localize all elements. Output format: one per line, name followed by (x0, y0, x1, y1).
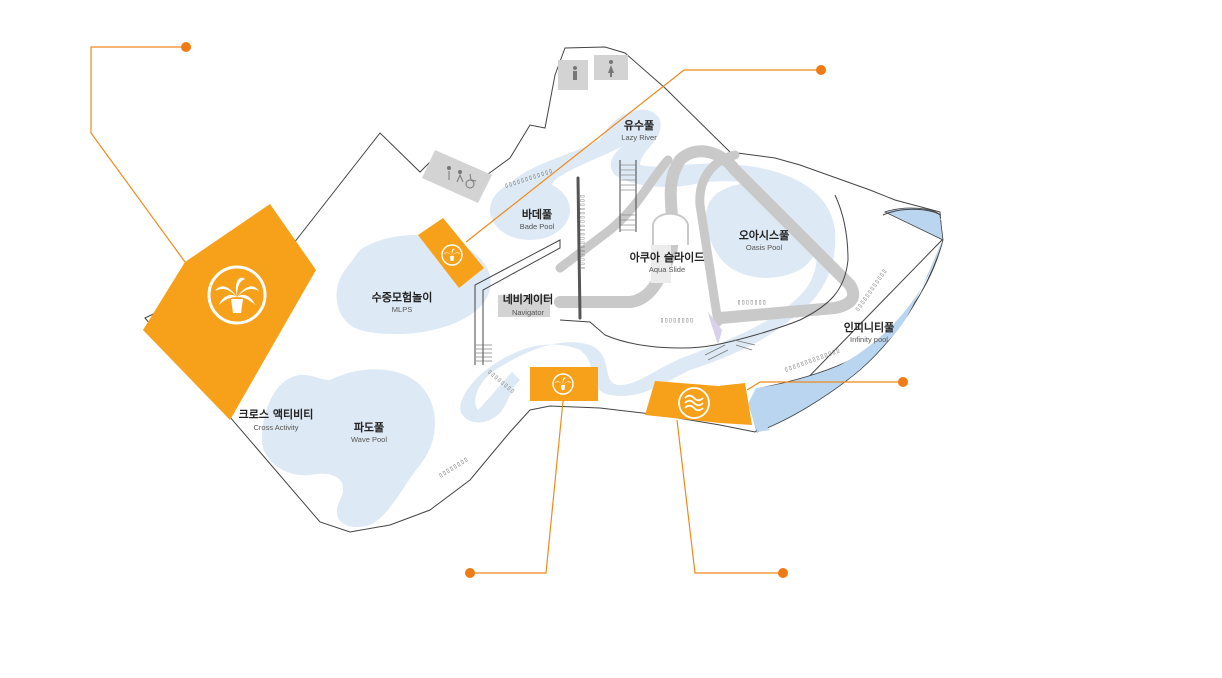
palm-tree-icon (207, 265, 267, 325)
svg-text:파도풀: 파도풀 (354, 420, 384, 434)
leader-line-small-top (465, 69, 821, 243)
label-oasis-pool: 오아시스풀 Oasis Pool (739, 228, 790, 252)
label-mlps: 수중모험놀이 MLPS (372, 290, 433, 314)
svg-text:Cross Activity: Cross Activity (253, 423, 298, 432)
svg-text:Oasis Pool: Oasis Pool (746, 243, 783, 252)
bade-pool-water (490, 180, 570, 240)
label-aqua-slide: 아쿠아 슬라이드 Aqua Slide (630, 250, 705, 274)
svg-text:네비게이터: 네비게이터 (503, 292, 554, 306)
svg-text:인피니티풀: 인피니티풀 (844, 320, 895, 334)
chairs-7: ▯▯▯▯▯▯▯▯ (437, 455, 470, 480)
svg-text:크로스 액티비티: 크로스 액티비티 (239, 407, 314, 421)
male-restroom-icon (573, 66, 577, 80)
leader-line-bottom-center (470, 400, 564, 574)
svg-text:Lazy River: Lazy River (621, 133, 657, 142)
highlight-zone-bottom-right (645, 381, 752, 425)
highlight-zone-large (143, 204, 316, 420)
slide-center-wall (576, 176, 582, 320)
leader-dot-infinity (898, 377, 908, 387)
slide-platform (652, 212, 689, 245)
chairs-3: ▯▯▯▯▯▯▯ (737, 298, 767, 306)
ramp-lilac (708, 312, 722, 345)
restroom-block-3 (422, 150, 492, 203)
label-wave-pool: 파도풀 Wave Pool (351, 420, 387, 444)
label-navigator: 네비게이터 Navigator (503, 292, 554, 317)
svg-text:수중모험놀이: 수중모험놀이 (372, 290, 433, 304)
label-cross-activity: 크로스 액티비티 Cross Activity (239, 407, 314, 432)
leader-dot-bottom-right (778, 568, 788, 578)
label-bade-pool: 바데풀 Bade Pool (520, 207, 555, 231)
oasis-pool-water (705, 182, 820, 278)
label-lazy-river: 유수풀 Lazy River (621, 119, 657, 142)
leader-line-bottom-right (676, 419, 783, 574)
svg-text:바데풀: 바데풀 (522, 207, 552, 221)
wave-pool-water (262, 369, 435, 528)
infinity-pool-edge (882, 208, 941, 216)
interior-wall-1 (474, 239, 561, 365)
svg-text:Wave Pool: Wave Pool (351, 435, 387, 444)
building-outline (144, 46, 943, 533)
label-infinity-pool: 인피니티풀 Infinity pool (844, 320, 895, 344)
restroom-accessible-icon (447, 166, 477, 189)
female-restroom-icon (608, 60, 614, 77)
leader-dot-bottom-center (465, 568, 475, 578)
stairs-center (704, 339, 756, 361)
highlight-zone-small-top (418, 218, 484, 288)
infinity-pool-water (749, 207, 944, 433)
palm-tree-icon (552, 373, 574, 395)
svg-text:Aqua Slide: Aqua Slide (649, 265, 685, 274)
leader-dot-small-top (816, 65, 826, 75)
svg-text:유수풀: 유수풀 (624, 119, 654, 132)
svg-text:Bade Pool: Bade Pool (520, 222, 555, 231)
stairs-left (476, 344, 492, 362)
palm-tree-icon (441, 244, 463, 266)
interior-wall-2 (559, 194, 849, 349)
chairs-2: ▯▯▯▯▯▯▯▯ (660, 316, 694, 324)
svg-text:아쿠아 슬라이드: 아쿠아 슬라이드 (630, 250, 705, 264)
svg-text:Infinity pool: Infinity pool (850, 335, 888, 344)
svg-text:Navigator: Navigator (512, 308, 545, 317)
svg-text:오아시스풀: 오아시스풀 (739, 228, 790, 242)
slide-tower (651, 245, 671, 283)
leader-line-large-zone (90, 46, 186, 263)
lazy-river-water (460, 109, 836, 423)
svg-text:MLPS: MLPS (392, 305, 412, 314)
leader-line-infinity (746, 381, 903, 391)
chairs-8: ▯▯▯▯▯▯▯▯▯▯▯▯▯▯▯▯▯▯ (578, 194, 586, 270)
stair-steps (620, 164, 636, 231)
wave-icon (678, 387, 710, 419)
navigator-block (498, 295, 550, 317)
infinity-pool-fill (748, 209, 942, 432)
leader-dot-large-zone (181, 42, 191, 52)
